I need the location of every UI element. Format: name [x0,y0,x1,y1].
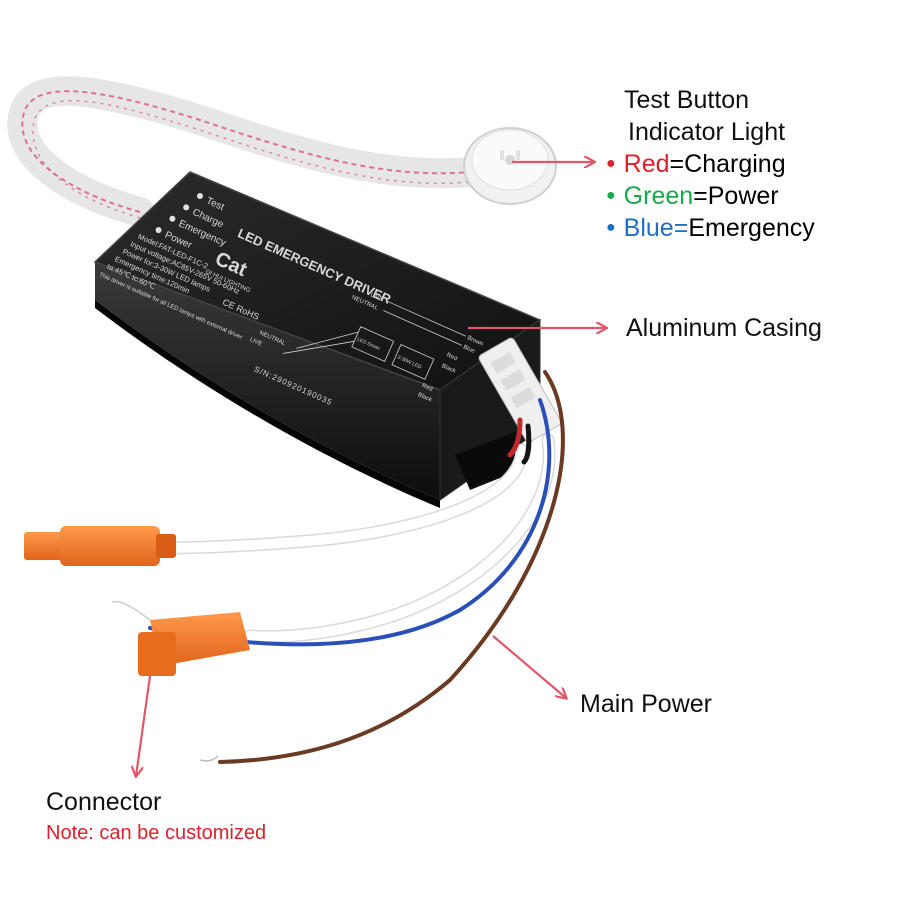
wire-color-label: Black [441,363,458,375]
legend-color-word: Green [623,182,694,210]
main-power-label: Main Power [580,690,712,718]
wires [148,370,565,764]
connector-label: Connector [46,788,162,816]
arrow-main-power [492,635,566,698]
bullet-dot: ● [606,187,616,204]
indicator-legend: ● Red=Charging ● Green=Power ● Blue=Emergen… [606,148,815,244]
driver-casing [93,171,542,508]
legend-color-word: Blue= [623,214,689,242]
legend-item-red: ● Red=Charging [606,148,815,180]
wire-color-label: Red [421,383,434,393]
arrow-connector [136,675,152,776]
legend-item-green: ● Green=Power [606,180,815,212]
legend-color-word: Red [623,150,670,178]
test-button-label: Test Button [624,86,750,114]
test-button [463,127,557,205]
legend-item-blue: ● Blue=Emergency [606,212,815,244]
terminal-block [478,337,562,443]
legend-meaning: =Charging [669,150,786,178]
connector-note: Note: can be customized [46,822,267,844]
wire-color-label: Blue [462,344,476,355]
wire-color-label: Black [417,392,434,404]
legend-meaning: =Power [693,182,779,210]
orange-connector-upper [24,526,176,566]
wiring-label: LIVE [249,337,263,348]
indicator-light-label: Indicator Light [628,118,786,146]
orange-connector-lower [111,600,250,676]
legend-meaning: Emergency [688,214,815,242]
wiring-label: LIVE [369,292,383,303]
callout-arrows [136,162,606,776]
bullet-dot: ● [606,219,616,236]
wire-color-label: Red [445,352,458,362]
aluminum-casing-label: Aluminum Casing [626,314,822,342]
bullet-dot: ● [606,155,616,172]
ribbon-cable [7,76,485,227]
